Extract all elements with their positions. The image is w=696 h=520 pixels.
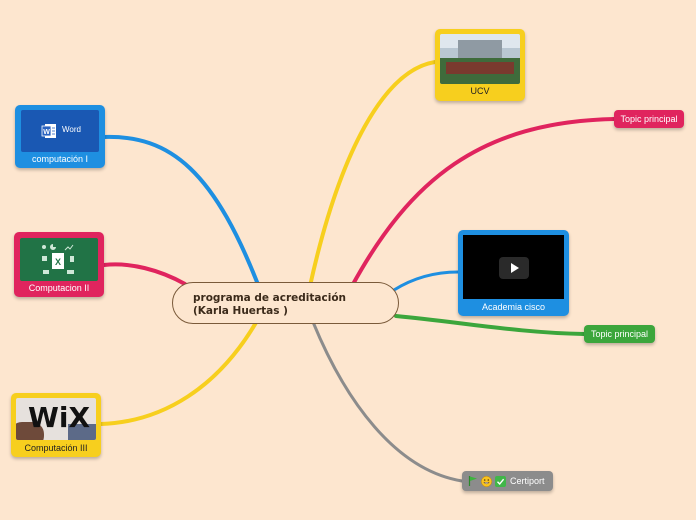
- topic-label: Computación III: [24, 443, 88, 453]
- branch-ucv: [308, 60, 437, 288]
- word-logo-text: Word: [62, 125, 81, 134]
- topic-academia-cisco[interactable]: Academia cisco: [458, 230, 569, 316]
- check-mark-icon: [495, 475, 506, 487]
- photo-building: [458, 40, 502, 58]
- topic-ucv[interactable]: UCV: [435, 29, 525, 101]
- branch-computacion1: [102, 134, 264, 297]
- topic-principal-red[interactable]: Topic principal: [614, 110, 684, 128]
- photo-paper-shape: [68, 424, 96, 440]
- campus-photo-image: [440, 34, 520, 84]
- play-button[interactable]: [499, 257, 529, 279]
- topic-label: Computacion II: [28, 283, 90, 293]
- topic-certiport[interactable]: Certiport: [462, 471, 553, 491]
- branch-certiport: [311, 320, 464, 483]
- central-topic[interactable]: programa de acreditación (Karla Huertas …: [172, 282, 399, 324]
- topic-computacion-1[interactable]: W Word computación I: [15, 105, 105, 168]
- wix-photo-image: WiX: [16, 398, 96, 440]
- topic-computacion-2[interactable]: X Computacion II: [14, 232, 104, 297]
- branch-academia: [392, 270, 460, 292]
- excel-logo-image: X: [20, 238, 98, 281]
- topic-principal-green[interactable]: Topic principal: [584, 325, 655, 343]
- flag-icon: [468, 476, 477, 486]
- topic-computacion-3[interactable]: WiX Computación III: [11, 393, 101, 457]
- svg-text:W: W: [43, 129, 50, 136]
- wix-logo-text: WiX: [28, 401, 91, 434]
- topic-label: computación I: [31, 154, 89, 164]
- central-topic-label: programa de acreditación (Karla Huertas …: [193, 292, 347, 317]
- photo-hand-shape: [16, 422, 44, 440]
- topic-label: UCV: [470, 86, 490, 96]
- branch-topic1: [350, 117, 616, 288]
- grinning-face-icon: [481, 475, 492, 487]
- branch-computacion3: [99, 310, 264, 426]
- topic-label: Academia cisco: [481, 302, 546, 312]
- photo-crowd: [446, 62, 514, 74]
- svg-text:X: X: [55, 257, 61, 267]
- play-icon: [511, 263, 519, 273]
- branch-topic2: [394, 314, 586, 336]
- word-logo-image: W Word: [21, 110, 99, 152]
- video-thumbnail[interactable]: [463, 235, 564, 299]
- branch-computacion2: [102, 262, 187, 286]
- word-document-icon: W: [41, 124, 56, 138]
- topic-label: Certiport: [510, 476, 545, 486]
- excel-document-icon: X: [42, 244, 74, 274]
